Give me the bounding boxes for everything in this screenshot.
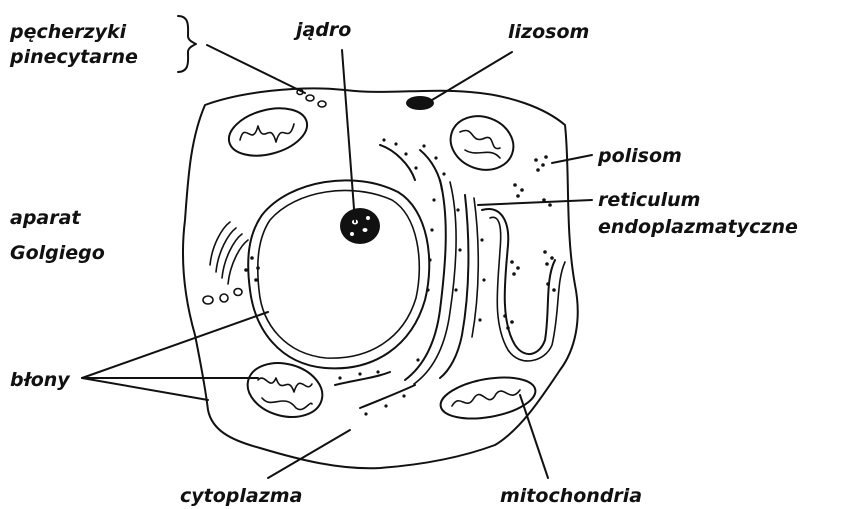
label-blony: błony <box>10 369 71 391</box>
label-cytoplazma: cytoplazma <box>180 485 302 507</box>
endoplasmic-reticulum <box>335 138 565 415</box>
mitochondrion-bottom-right <box>437 371 538 425</box>
label-reticulum-line1: reticulum <box>598 189 700 211</box>
label-aparat-line1: aparat <box>10 207 81 229</box>
label-polisom: polisom <box>597 145 682 167</box>
label-aparat-line2: Golgiego <box>10 242 105 264</box>
label-mitochondria: mitochondria <box>500 485 642 507</box>
label-lizosom: lizosom <box>508 21 589 43</box>
nucleolus <box>340 208 380 244</box>
leader-lines <box>82 45 592 478</box>
label-pecherzyki-line1: pęcherzyki <box>9 21 127 43</box>
nucleus <box>248 180 429 368</box>
label-jadro: jądro <box>293 19 351 41</box>
label-brace <box>178 16 196 72</box>
golgi-apparatus <box>203 222 260 304</box>
lysosome <box>406 96 434 110</box>
label-reticulum-line2: endoplazmatyczne <box>598 216 798 238</box>
label-pecherzyki-line2: pinecytarne <box>9 46 138 68</box>
mitochondrion-bottom-left <box>242 355 329 425</box>
mitochondrion-top-right <box>443 108 521 179</box>
mitochondrion-top-left <box>224 100 313 163</box>
